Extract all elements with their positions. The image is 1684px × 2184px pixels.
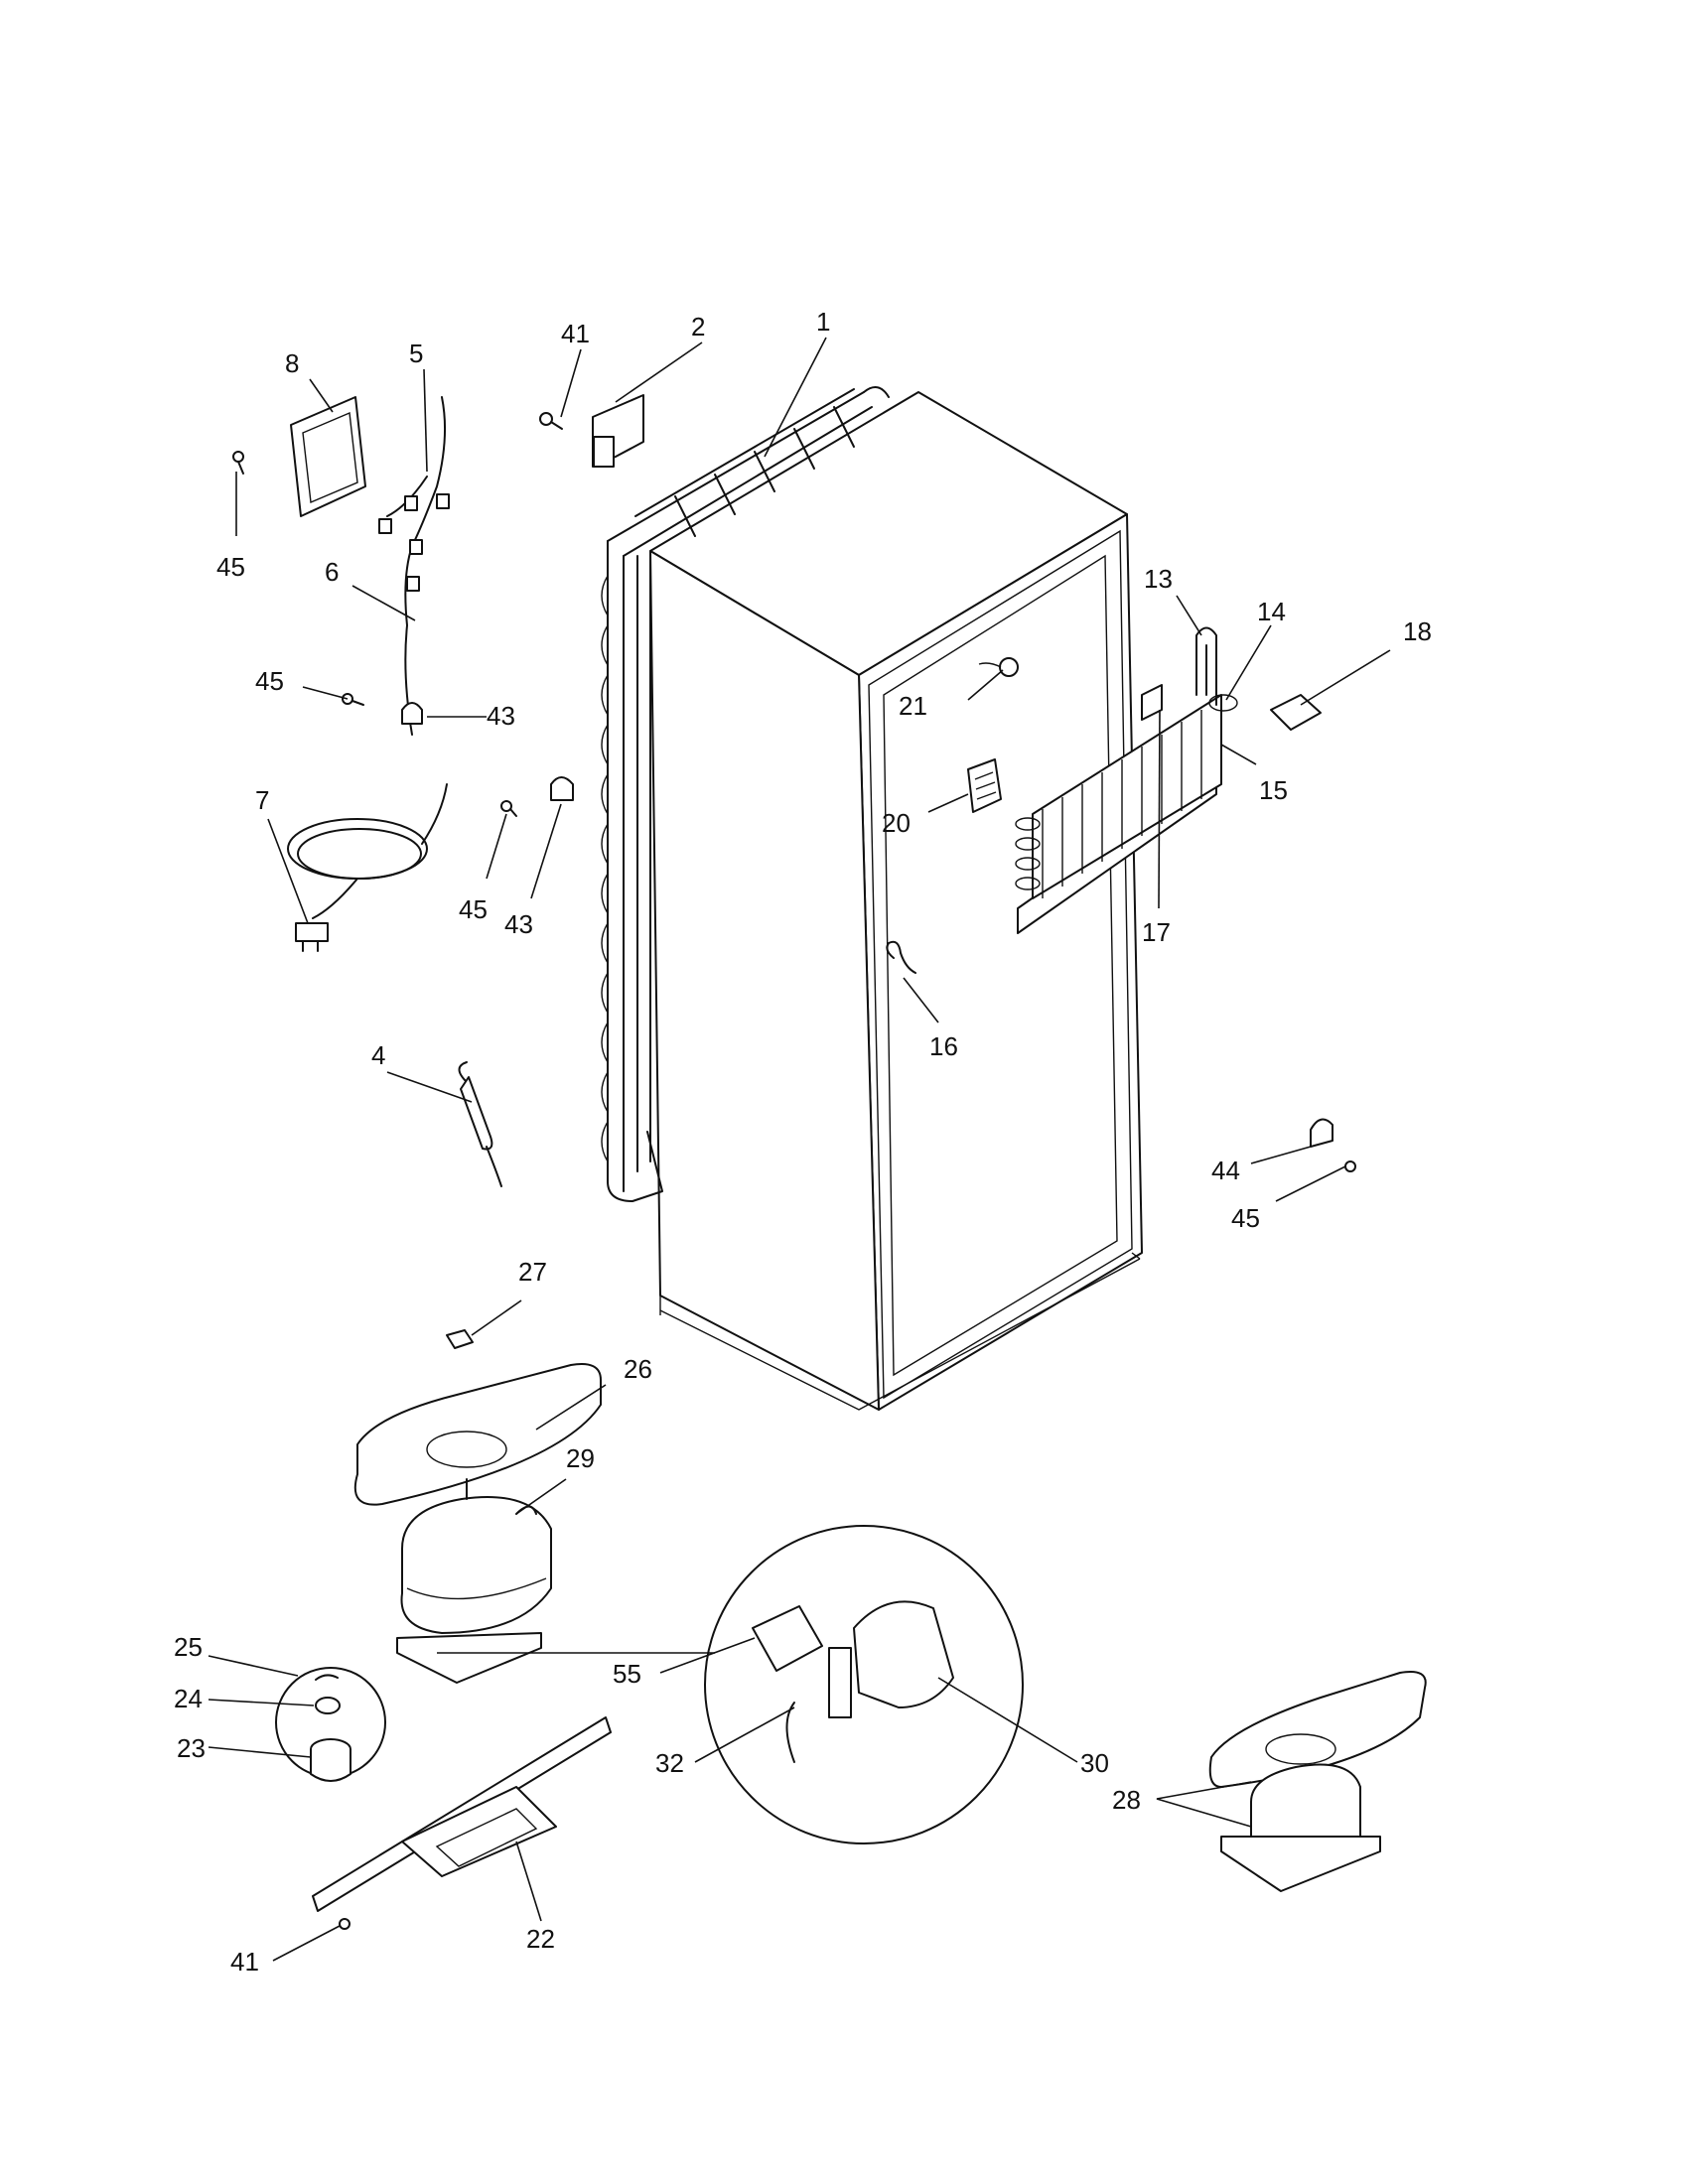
callout-15: 15 (1259, 775, 1288, 805)
callout-45-mid: 45 (255, 666, 284, 696)
callout-32: 32 (655, 1748, 684, 1778)
thermostat-part-20 (967, 758, 1002, 813)
callout-28: 28 (1112, 1785, 1141, 1815)
screw-part-45-upper (232, 451, 244, 475)
screw-part-41-bottom (339, 1918, 351, 1930)
callout-29: 29 (566, 1443, 595, 1473)
callout-22: 22 (526, 1924, 555, 1954)
callout-6: 6 (325, 557, 339, 587)
grommet-detail-circle (275, 1667, 386, 1782)
callout-8: 8 (285, 348, 299, 378)
relay-overload-detail-circle (437, 1525, 1024, 1844)
callout-17: 17 (1142, 917, 1171, 947)
callout-2: 2 (691, 312, 705, 341)
clip-part-43-lower (550, 776, 574, 801)
thermostat-bulb-part-21 (978, 657, 1019, 677)
callout-7: 7 (255, 785, 269, 815)
drain-pan-part-26 (353, 1363, 602, 1506)
nut-part-27 (446, 1329, 474, 1349)
callout-30: 30 (1080, 1748, 1109, 1778)
base-rail-part-22 (312, 1716, 612, 1912)
callout-44: 44 (1211, 1156, 1240, 1185)
callout-43-lower: 43 (504, 909, 533, 939)
callout-41-top: 41 (561, 319, 590, 348)
callout-1: 1 (816, 307, 830, 337)
drier-part-4 (458, 1061, 502, 1187)
callout-18: 18 (1403, 616, 1432, 646)
condenser-coil (601, 386, 890, 1202)
callout-55: 55 (613, 1659, 641, 1689)
callout-23: 23 (177, 1733, 206, 1763)
cover-part-8 (290, 396, 366, 517)
wiring-harness-part-5-6 (378, 396, 450, 736)
callout-16: 16 (929, 1031, 958, 1061)
callout-45-right: 45 (1231, 1203, 1260, 1233)
callout-45-left: 45 (459, 894, 488, 924)
callout-labels: 1 2 41 5 8 45 6 45 43 7 45 43 4 13 14 18… (174, 307, 1432, 1977)
callout-25: 25 (174, 1632, 203, 1662)
callout-21: 21 (899, 691, 927, 721)
callout-26: 26 (624, 1354, 652, 1384)
hook-part-16 (886, 940, 916, 974)
callout-27: 27 (518, 1257, 547, 1287)
callout-13: 13 (1144, 564, 1173, 594)
callout-5: 5 (409, 339, 423, 368)
callout-24: 24 (174, 1684, 203, 1713)
compressor-assembly-part-28 (1208, 1671, 1427, 1892)
screw-part-45-mid (342, 693, 364, 706)
cabinet-part-1 (649, 391, 1143, 1411)
compressor-part-29 (396, 1478, 552, 1684)
power-cord-part-7 (287, 783, 448, 952)
callout-45-upper: 45 (216, 552, 245, 582)
callout-41-bottom: 41 (230, 1947, 259, 1977)
clamp-part-44 (1310, 1118, 1333, 1148)
clip-part-43-upper (401, 702, 423, 725)
screw-part-45-left (500, 800, 517, 817)
screw-part-45-right (1344, 1160, 1356, 1172)
clip-part-18 (1270, 694, 1322, 731)
screw-part-41-top (539, 412, 563, 430)
callout-20: 20 (882, 808, 911, 838)
callout-4: 4 (371, 1040, 385, 1070)
callout-43-upper: 43 (487, 701, 515, 731)
callout-14: 14 (1257, 597, 1286, 626)
leader-lines (208, 337, 1391, 1962)
bracket-part-2 (592, 394, 644, 468)
evaporator-coil (1015, 626, 1238, 934)
